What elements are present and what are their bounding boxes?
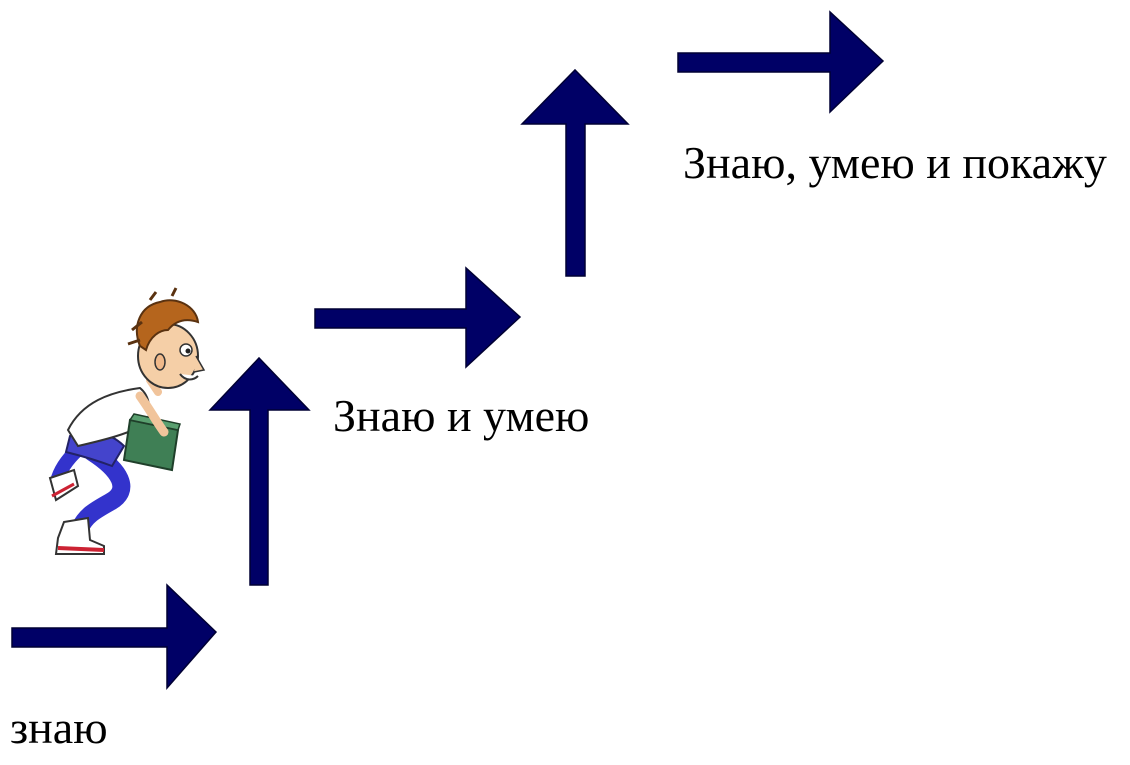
step-label-2: Знаю и умею <box>333 390 590 441</box>
arrow-icon <box>677 10 885 114</box>
arrow-icon <box>314 266 522 369</box>
arrow-icon <box>208 356 311 586</box>
step-label-1: знаю <box>10 702 108 753</box>
arrow-icon <box>520 68 630 277</box>
running-boy-with-book-icon <box>48 287 206 555</box>
arrow-icon <box>11 583 218 690</box>
step-label-3: Знаю, умею и покажу <box>683 137 1107 188</box>
